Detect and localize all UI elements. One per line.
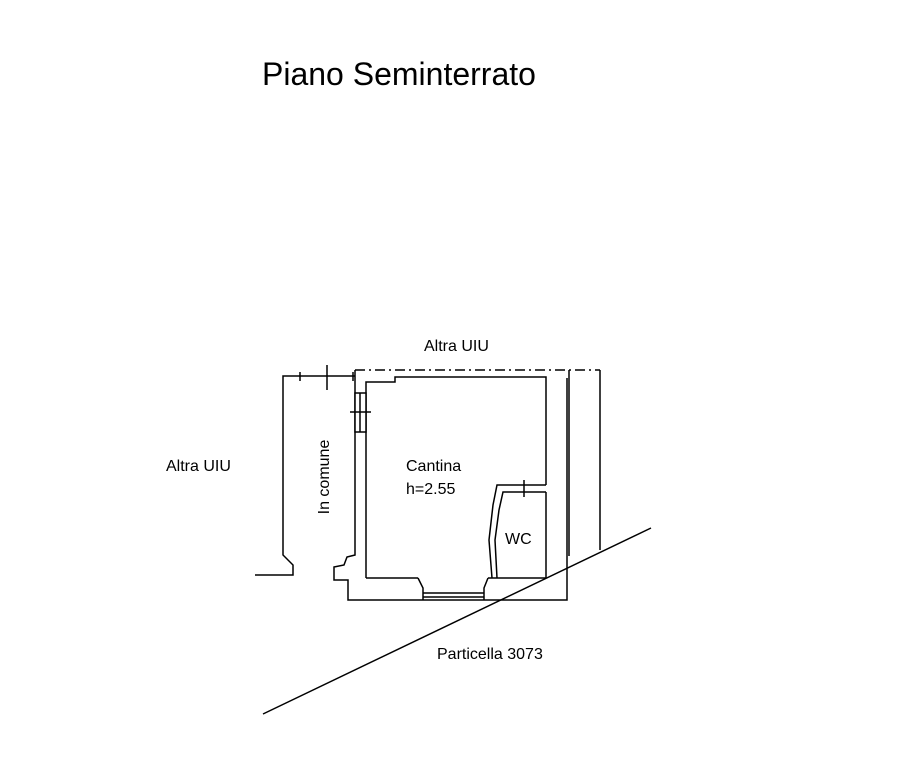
label-altra-uiu-left: Altra UIU — [166, 458, 231, 475]
label-in-comune: In comune — [316, 439, 333, 515]
label-wc: WC — [505, 531, 532, 548]
cantina-outer-wall — [333, 378, 568, 601]
label-height: h=2.55 — [406, 481, 456, 498]
label-altra-uiu-top: Altra UIU — [424, 338, 489, 355]
wc-walls — [488, 480, 546, 579]
label-cantina: Cantina — [406, 458, 462, 475]
page-title: Piano Seminterrato — [262, 56, 536, 92]
boundary-dashdot — [354, 369, 601, 556]
parcel-boundary-line — [262, 527, 652, 715]
label-particella: Particella 3073 — [437, 646, 543, 663]
window-left — [350, 392, 371, 433]
corridor-walls — [255, 365, 355, 576]
entrance-steps — [417, 577, 489, 600]
